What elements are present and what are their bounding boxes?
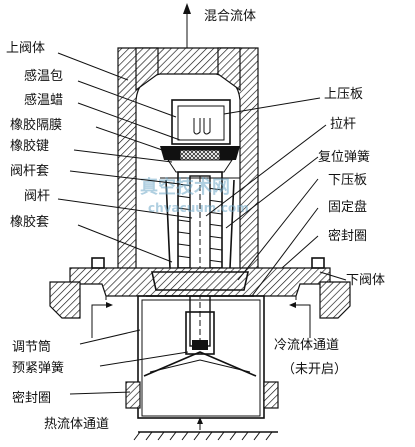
sensor-bulb [171,99,231,145]
label-rubber-sleeve: 橡胶套 [10,214,49,230]
stem-assembly [160,171,240,347]
label-seal-ring-left: 密封圈 [12,390,51,406]
label-sensor-bulb: 感温包 [24,68,63,84]
cold-channel-arrows [91,302,311,338]
label-lower-body: 下阀体 [346,273,385,288]
label-upper-plate: 上压板 [324,87,363,102]
label-hot-channel: 热流体通道 [44,417,109,432]
label-not-open: （未开启） [282,362,347,377]
label-rubber-key: 橡胶键 [10,138,49,154]
label-pull-rod: 拉杆 [330,117,356,132]
watermark-cn: 真空技术网 [140,176,230,198]
rubber-diaphragm [160,146,240,173]
watermark-url: chvacuum.com [148,201,249,215]
lower-valve-body [49,257,351,319]
adjust-cylinder [137,295,265,419]
label-rubber-diaphragm: 橡胶隔膜 [10,117,62,133]
label-lower-plate: 下压板 [328,173,367,188]
label-upper-body: 上阀体 [6,41,45,56]
leader-lines [57,52,347,395]
label-return-spring: 复位弹簧 [318,149,370,165]
label-cold-channel: 冷流体通道 [274,338,339,353]
label-fixed-disc: 固定盘 [328,199,367,215]
seal-rings [125,381,279,409]
label-seal-ring-right: 密封圈 [328,228,367,244]
upper-valve-body [117,47,259,271]
label-valve-stem-sleeve: 阀杆套 [10,163,49,179]
label-thermal-wax: 感温蜡 [24,92,63,108]
label-valve-stem: 阀杆 [24,189,50,204]
base [133,431,278,441]
label-mixed-flow: 混合流体 [204,9,256,24]
label-preload-spring: 预紧弹簧 [12,360,64,376]
label-adjust-cylinder: 调节筒 [12,339,51,355]
mixed-flow-arrow [183,3,191,52]
